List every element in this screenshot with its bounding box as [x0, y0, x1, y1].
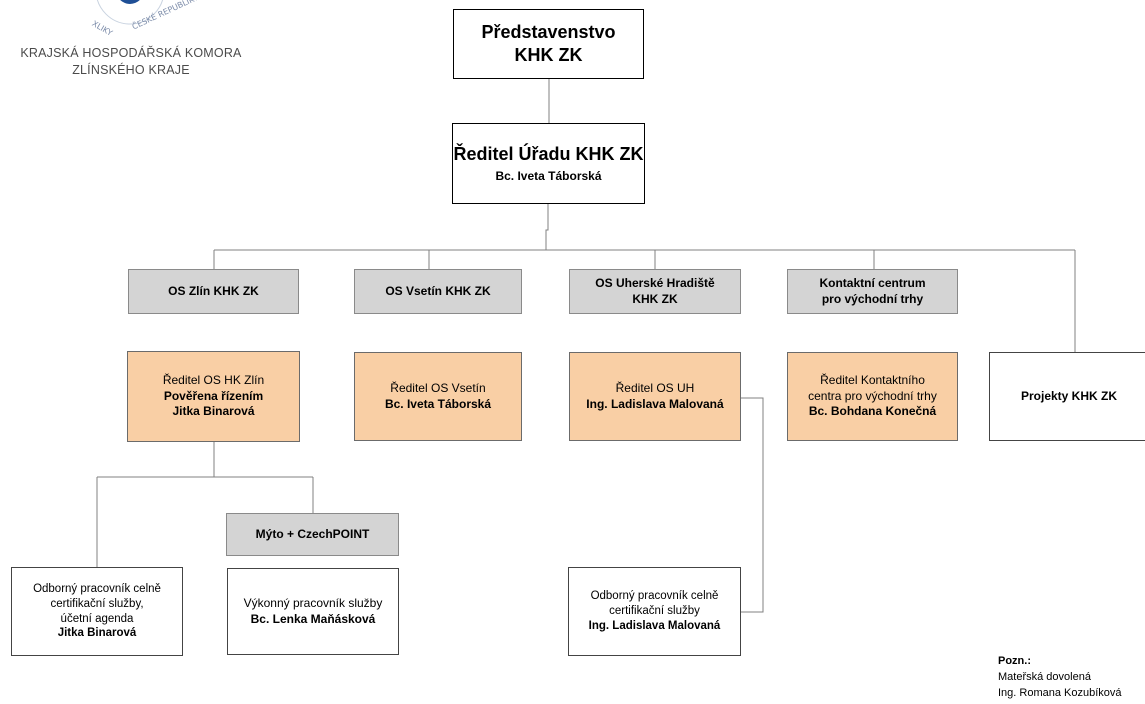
head-vsetin-line1: Ředitel OS Vsetín: [390, 380, 486, 395]
uh-specialist-line2: certifikační služby: [609, 605, 700, 618]
myto-czechpoint-box: Mýto + CzechPOINT: [226, 513, 399, 556]
branch-contact: Kontaktní centrum pro východní trhy: [787, 269, 958, 314]
branch-uh-line1: OS Uherské Hradiště: [595, 275, 715, 290]
note-label: Pozn.:: [998, 655, 1031, 667]
myto-czechpoint-label: Mýto + CzechPOINT: [255, 526, 370, 541]
branch-vsetin-label: OS Vsetín KHK ZK: [385, 283, 491, 298]
connector: [741, 397, 764, 613]
director-box: Ředitel Úřadu KHK ZK Bc. Iveta Táborská: [452, 123, 645, 204]
zlin-specialist-line3: účetní agenda: [60, 612, 134, 625]
org-name-line1: KRAJSKÁ HOSPODÁŘSKÁ KOMORA: [20, 46, 242, 60]
uh-specialist-line3: Ing. Ladislava Malovaná: [588, 619, 721, 632]
board-line1: Představenstvo: [481, 21, 616, 42]
head-contact-line2: centra pro východní trhy: [808, 388, 937, 403]
head-contact: Ředitel Kontaktního centra pro východní …: [787, 352, 958, 441]
logo-arc-text-left: XLIKY: [90, 19, 114, 38]
uh-specialist-box: Odborný pracovník celně certifikační slu…: [568, 567, 741, 656]
branch-contact-line2: pro východní trhy: [821, 291, 924, 306]
head-zlin: Ředitel OS HK Zlín Pověřena řízením Jitk…: [127, 351, 300, 442]
branch-contact-line1: Kontaktní centrum: [819, 275, 926, 290]
head-vsetin: Ředitel OS Vsetín Bc. Iveta Táborská: [354, 352, 522, 441]
head-vsetin-line2: Bc. Iveta Táborská: [384, 396, 492, 411]
note-line1: Mateřská dovolená: [998, 670, 1091, 683]
head-uh-line1: Ředitel OS UH: [615, 380, 695, 395]
director-title: Ředitel Úřadu KHK ZK: [453, 143, 644, 164]
note-line2: Ing. Romana Kozubíková: [998, 686, 1122, 699]
projects-box: Projekty KHK ZK: [989, 352, 1145, 441]
head-zlin-line1: Ředitel OS HK Zlín: [162, 373, 265, 388]
branch-uh-line2: KHK ZK: [632, 291, 678, 306]
org-name-line2: ZLÍNSKÉHO KRAJE: [72, 62, 190, 77]
zlin-executive-box: Výkonný pracovník služby Bc. Lenka Maňás…: [227, 568, 399, 655]
org-name: KRAJSKÁ HOSPODÁŘSKÁ KOMORA ZLÍNSKÉHO KRA…: [0, 45, 262, 79]
chamber-logo: XLIKY ČESKÉ REPUBLIKY: [90, 0, 200, 38]
branch-uh: OS Uherské Hradiště KHK ZK: [569, 269, 741, 314]
director-name: Bc. Iveta Táborská: [495, 168, 602, 183]
branch-zlin-label: OS Zlín KHK ZK: [168, 283, 259, 298]
zlin-specialist-box: Odborný pracovník celně certifikační slu…: [11, 567, 183, 656]
zlin-executive-line1: Výkonný pracovník služby: [243, 595, 383, 610]
head-zlin-line2: Pověřena řízením: [163, 388, 264, 403]
zlin-specialist-line2: certifikační služby,: [50, 597, 144, 610]
head-contact-line1: Ředitel Kontaktního: [820, 373, 925, 388]
projects-label: Projekty KHK ZK: [1020, 388, 1118, 403]
branch-vsetin: OS Vsetín KHK ZK: [354, 269, 522, 314]
zlin-specialist-line4: Jitka Binarová: [57, 627, 137, 640]
head-uh-line2: Ing. Ladislava Malovaná: [586, 396, 724, 411]
head-zlin-line3: Jitka Binarová: [172, 404, 255, 419]
board-box: Představenstvo KHK ZK: [453, 9, 644, 79]
connector: [545, 204, 549, 250]
zlin-specialist-line1: Odborný pracovník celně: [33, 582, 161, 595]
head-contact-line3: Bc. Bohdana Konečná: [808, 404, 937, 419]
zlin-executive-line2: Bc. Lenka Maňásková: [250, 611, 376, 626]
uh-specialist-line1: Odborný pracovník celně: [590, 590, 719, 603]
head-uh: Ředitel OS UH Ing. Ladislava Malovaná: [569, 352, 741, 441]
board-line2: KHK ZK: [514, 45, 583, 65]
branch-zlin: OS Zlín KHK ZK: [128, 269, 299, 314]
note: Pozn.: Mateřská dovolená Ing. Romana Koz…: [998, 654, 1122, 702]
